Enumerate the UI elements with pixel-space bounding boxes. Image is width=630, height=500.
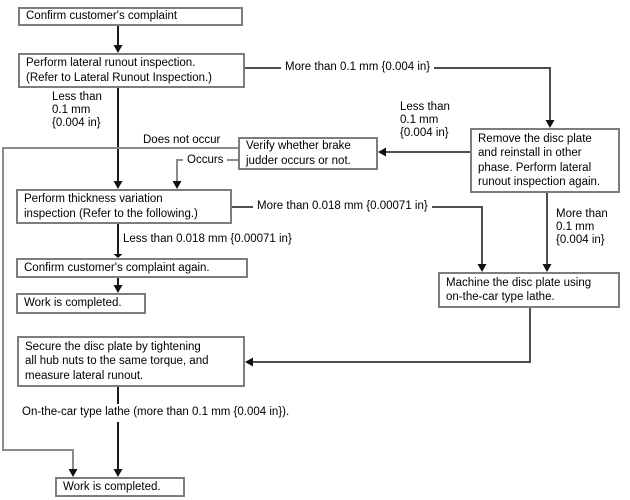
arrowhead-down <box>545 120 555 128</box>
node-confirm-complaint-again: Confirm customer's complaint again. <box>16 258 248 278</box>
label-less-than-0018mm: Less than 0.018 mm {0.00071 in} <box>123 233 292 245</box>
edge-lateral-to-remove <box>245 67 551 120</box>
arrowhead-down <box>113 254 123 258</box>
arrowhead-down <box>172 181 182 189</box>
label-less-than-01mm-middle: Less than 0.1 mm {0.004 in} <box>400 101 450 139</box>
label-more-than-01mm-right: More than 0.1 mm {0.004 in} <box>556 208 608 246</box>
arrowhead-left <box>378 147 386 157</box>
arrowhead-down <box>477 264 487 272</box>
node-machine-disc-plate: Machine the disc plate using on-the-car … <box>438 272 620 308</box>
arrowhead-down <box>113 45 123 53</box>
arrowhead-down <box>113 469 123 477</box>
label-does-not-occur: Does not occur <box>143 134 221 146</box>
node-lateral-runout-inspection: Perform lateral runout inspection. (Refe… <box>18 53 245 88</box>
arrowhead-down <box>68 469 78 477</box>
arrowhead-down <box>113 285 123 293</box>
node-work-completed-top: Work is completed. <box>16 293 146 314</box>
arrowhead-left <box>245 357 253 367</box>
label-less-than-01mm-left: Less than 0.1 mm {0.004 in} <box>52 91 102 129</box>
node-verify-brake-judder: Verify whether brake judder occurs or no… <box>238 137 378 170</box>
node-work-completed-bottom: Work is completed. <box>55 477 185 497</box>
label-more-than-01mm-top: More than 0.1 mm {0.004 in} <box>281 61 435 74</box>
label-occurs: Occurs <box>183 154 228 167</box>
arrowhead-down <box>542 264 552 272</box>
label-more-than-0018mm: More than 0.018 mm {0.00071 in} <box>253 200 432 213</box>
arrowhead-down <box>113 181 123 189</box>
label-on-the-car-type-lathe: On-the-car type lathe (more than 0.1 mm … <box>22 406 290 418</box>
edge-verify-to-work-bottom <box>1 146 238 469</box>
node-secure-disc-plate: Secure the disc plate by tightening all … <box>17 336 245 387</box>
node-remove-disc-plate: Remove the disc plate and reinstall in o… <box>470 128 620 193</box>
node-confirm-complaint: Confirm customer's complaint <box>18 7 243 26</box>
edge-machine-to-secure <box>253 308 531 363</box>
node-thickness-variation-inspection: Perform thickness variation inspection (… <box>16 189 232 224</box>
